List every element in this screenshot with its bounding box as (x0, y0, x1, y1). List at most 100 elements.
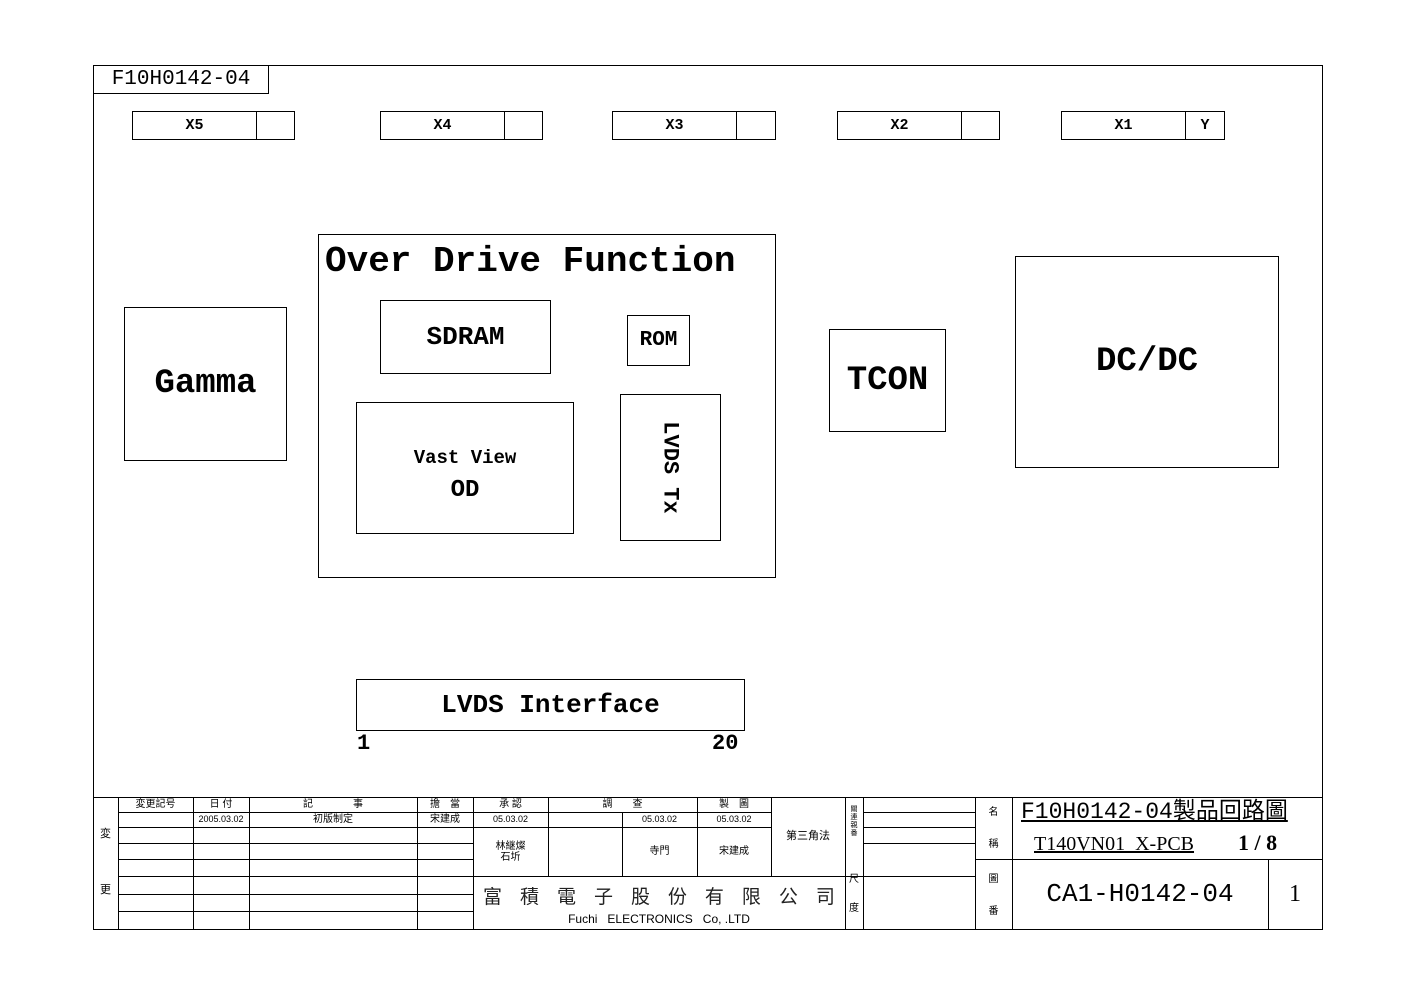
company-char: 積 (519, 885, 539, 908)
scale-label-top: 尺 (849, 873, 859, 885)
gamma-label: Gamma (154, 365, 257, 403)
revision-date: 2005.03.02 (198, 813, 244, 824)
header-approval: 承 認 (499, 799, 522, 810)
grid-line (845, 876, 975, 877)
grid-line (118, 911, 473, 912)
connector-extra-cell (736, 112, 775, 139)
connector-extra-cell: Y (1185, 112, 1224, 139)
lvds-pin-first: 1 (357, 731, 371, 756)
grid-line (622, 812, 623, 876)
grid-line (771, 797, 772, 876)
sheet-tab-label: F10H0142-04 (93, 65, 269, 94)
company-name-cn: 富 積 電 子 股 份 有 限 公 司 (483, 883, 835, 908)
rom-label: ROM (639, 329, 678, 352)
drawing-no-label-bottom: 番 (988, 905, 999, 917)
connector-label: X3 (665, 117, 684, 134)
grid-line (548, 797, 549, 876)
lvds-tx-label: LVDS Tx (657, 421, 683, 514)
grid-line (118, 876, 473, 877)
inspected-by: 寺門 (649, 846, 670, 857)
connector-extra-cell (961, 112, 999, 139)
connector-label: X5 (185, 117, 204, 134)
grid-line (697, 797, 698, 876)
drawing-title: F10H0142-04製品回路圖 (1021, 799, 1288, 825)
grid-line (473, 812, 771, 813)
model-name: T140VN01 X-PCB (1034, 833, 1195, 855)
revision-charge: 宋建成 (430, 814, 460, 825)
grid-line (193, 797, 194, 929)
company-char: 電 (556, 885, 576, 908)
connector-x4: X4 (380, 111, 543, 140)
grid-line (118, 894, 473, 895)
company-char: 限 (741, 885, 761, 908)
company-char: 股 (630, 885, 650, 908)
vast-view-od-block: Vast View OD (356, 402, 574, 534)
approver-name: 石圻 (500, 851, 521, 863)
approved-by: 林継燦 石圻 (473, 827, 548, 876)
related-drawing-char: 親 (850, 822, 858, 829)
sdram-label: SDRAM (426, 322, 505, 352)
company-char: 富 (483, 885, 503, 908)
header-article: 記 事 (303, 799, 363, 810)
od-label: OD (450, 477, 480, 504)
sdram-block: SDRAM (380, 300, 551, 374)
over-drive-title: Over Drive Function (325, 241, 736, 282)
inspection-date: 05.03.02 (641, 813, 678, 824)
tcon-label: TCON (846, 361, 929, 400)
lvds-tx-block: LVDS Tx (620, 394, 721, 541)
sheet-number: 1 (1289, 880, 1301, 907)
related-drawing-char: 番 (850, 830, 858, 838)
header-inspection: 調 查 (602, 799, 643, 810)
gamma-block: Gamma (124, 307, 287, 461)
connector-extra-cell (504, 112, 542, 139)
company-char: 有 (704, 885, 724, 908)
company-char: 子 (593, 885, 613, 908)
company-char: 份 (667, 885, 687, 908)
connector-x1: X1 Y (1061, 111, 1225, 140)
over-drive-block (318, 234, 776, 578)
grid-line (1268, 859, 1269, 929)
connector-x5: X5 (132, 111, 295, 140)
lvds-pin-last: 20 (712, 731, 739, 756)
grid-line (473, 827, 771, 828)
change-label-bottom: 更 (100, 883, 111, 896)
projection-method: 第三角法 (786, 830, 830, 843)
connector-extra-cell (256, 112, 294, 139)
connector-label: X2 (890, 117, 909, 134)
approver-name: 林継燦 (495, 840, 526, 852)
grid-line (417, 797, 418, 929)
revision-article: 初版制定 (313, 814, 353, 825)
grid-line (845, 797, 846, 929)
header-change-mark: 変更記号 (135, 799, 176, 810)
grid-line (863, 843, 975, 844)
page-indicator: 1 / 8 (1238, 830, 1278, 855)
connector-x3: X3 (612, 111, 776, 140)
grid-line (118, 797, 119, 929)
grid-line (863, 827, 975, 828)
header-date: 日 付 (209, 799, 233, 810)
grid-line (1012, 797, 1013, 929)
header-charge: 擔 當 (430, 799, 460, 810)
drawing-no-label-top: 圖 (988, 873, 999, 885)
scale-label-bottom: 度 (849, 902, 859, 914)
grid-line (118, 827, 473, 828)
grid-line (863, 812, 975, 813)
grid-line (249, 797, 250, 929)
approval-date: 05.03.02 (492, 813, 529, 824)
company-name-en: Fuchi ELECTRONICS Co, .LTD (568, 912, 750, 927)
vast-view-label: Vast View (413, 447, 517, 469)
connector-label: X4 (433, 117, 452, 134)
grid-line (473, 797, 474, 929)
dcdc-block: DC/DC (1015, 256, 1279, 468)
company-char: 公 (778, 885, 798, 908)
sheet-frame (93, 65, 1323, 930)
grid-line (118, 843, 473, 844)
connector-x2: X2 (837, 111, 1000, 140)
grid-line (975, 797, 976, 929)
connector-label: X1 (1114, 117, 1133, 134)
rom-block: ROM (627, 315, 690, 366)
name-label-top: 名 (988, 806, 999, 818)
drafting-date: 05.03.02 (716, 813, 752, 824)
lvds-interface-block: LVDS Interface (356, 679, 745, 731)
